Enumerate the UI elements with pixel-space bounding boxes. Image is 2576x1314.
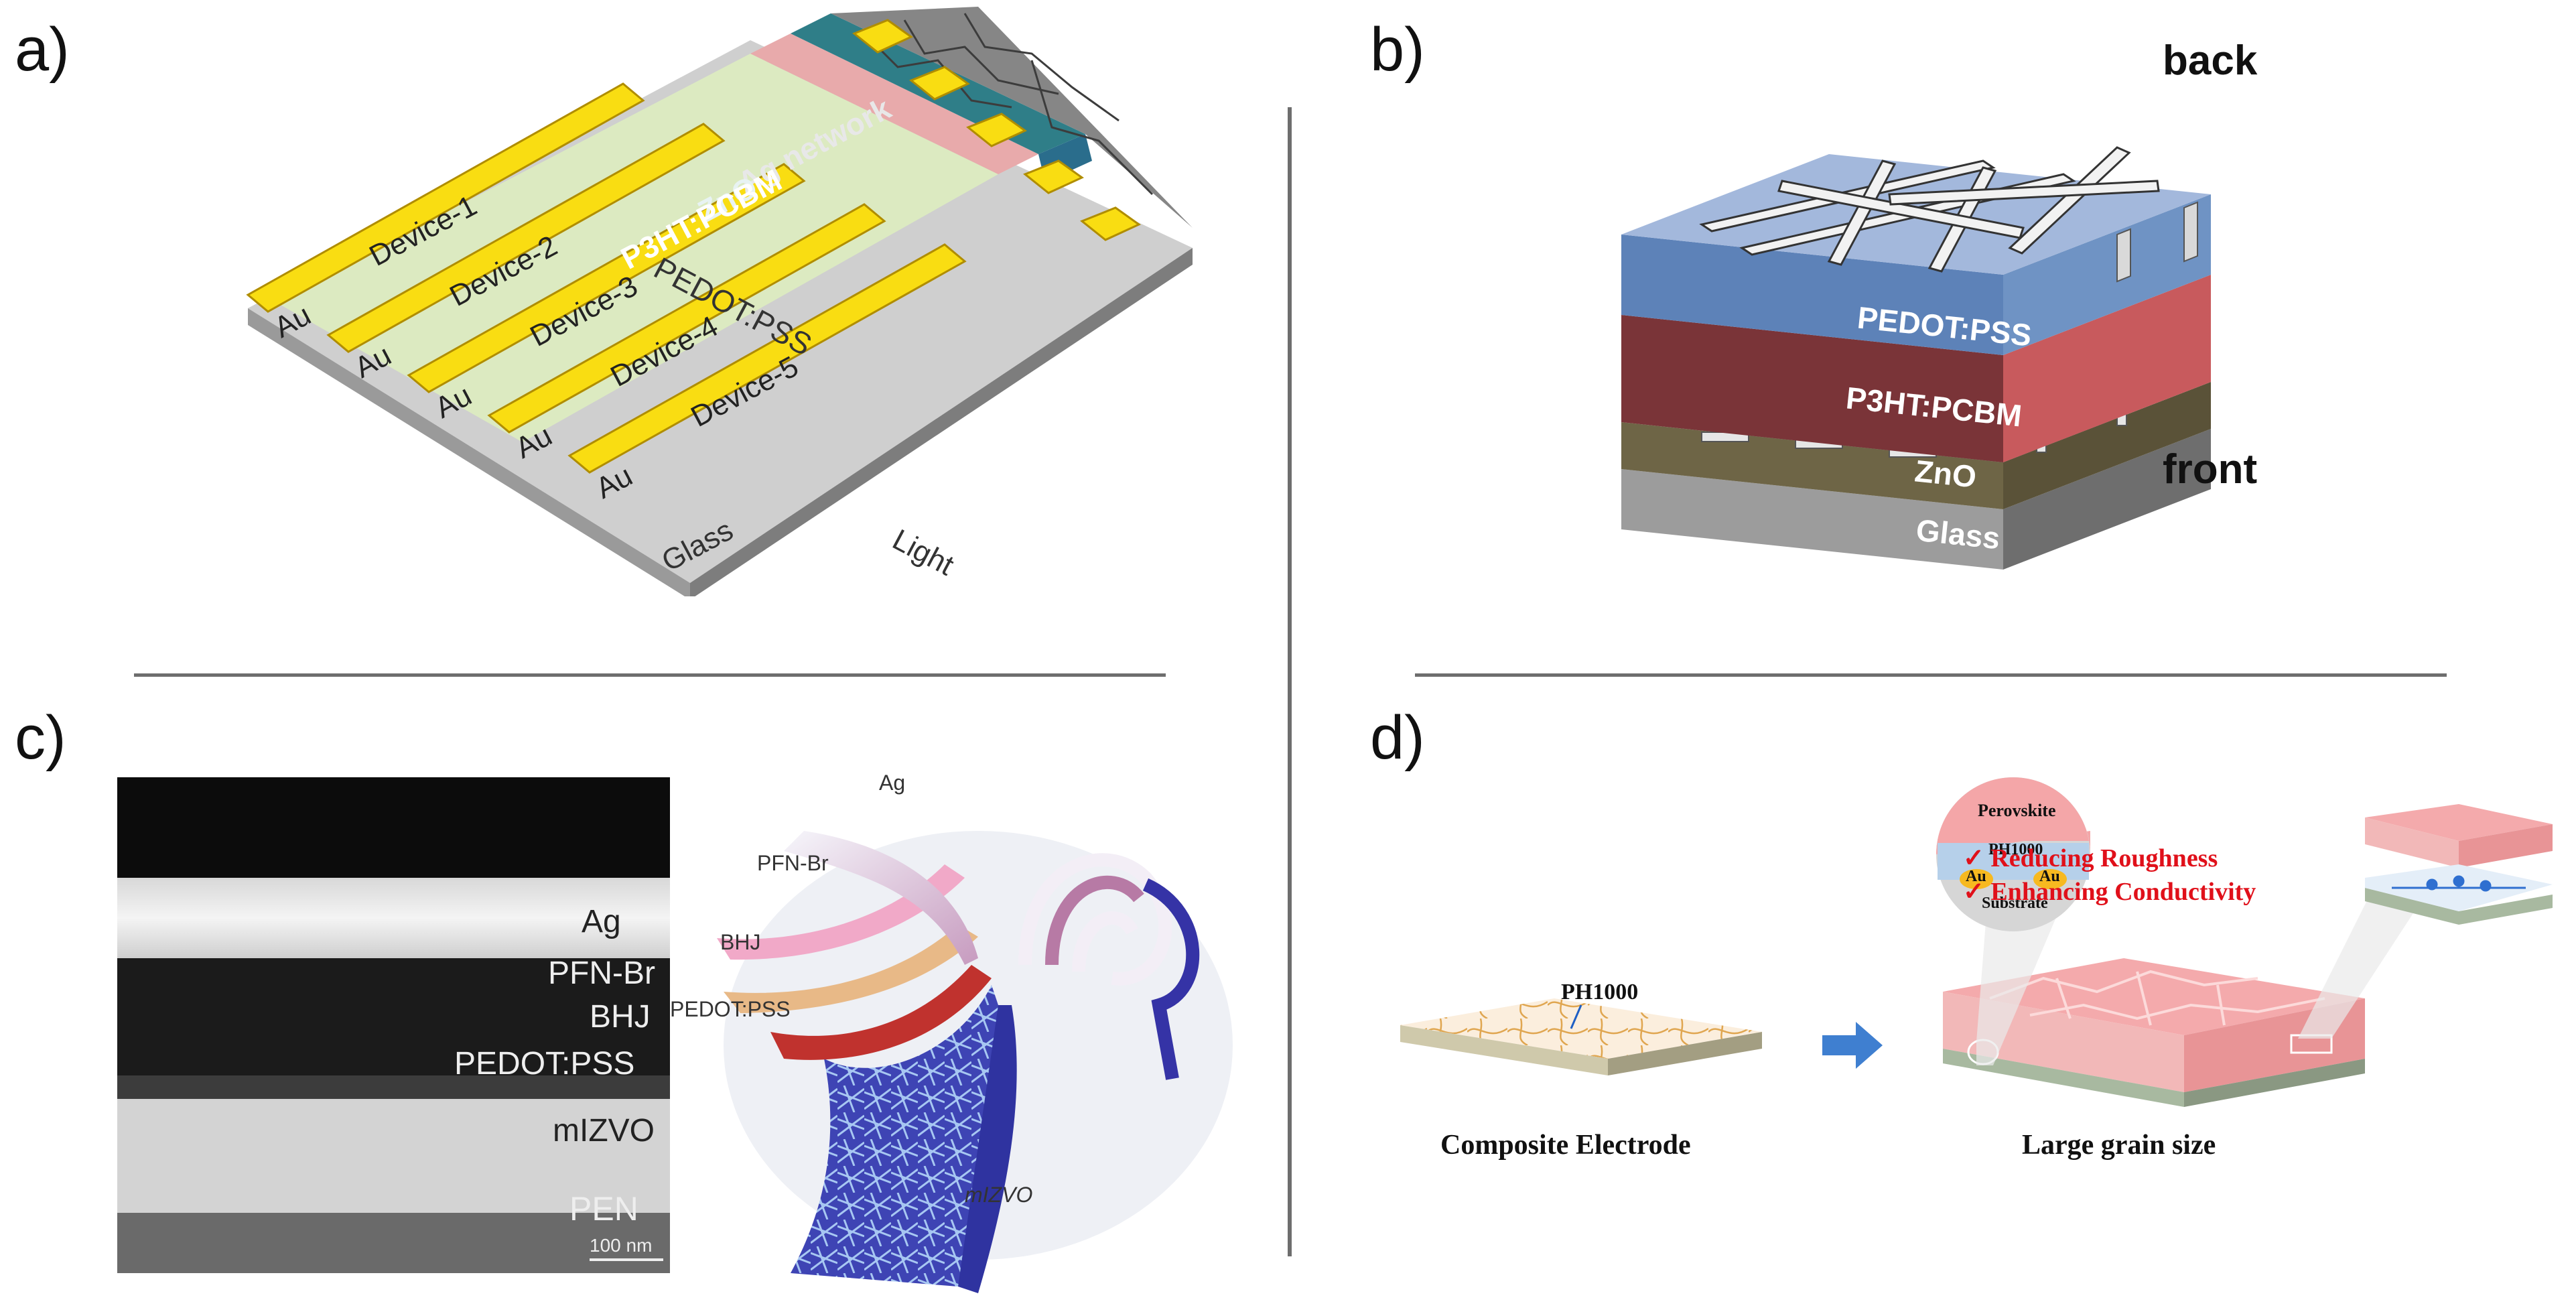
tem-label-ag: Ag bbox=[582, 904, 621, 939]
p3ht-layer bbox=[750, 34, 1038, 174]
substrate-right bbox=[2184, 1059, 2365, 1107]
tem-mizvo-layer bbox=[117, 1099, 670, 1213]
label-benefit-1: ✓ Reducing Roughness bbox=[1963, 844, 2218, 872]
au-top-pads bbox=[852, 19, 1141, 241]
schem-label-mizvo: mIZVO bbox=[965, 1183, 1033, 1207]
mini-perovskite-right bbox=[2459, 824, 2553, 868]
label-perovskite: Perovskite bbox=[1978, 801, 2056, 820]
flexible-schematic bbox=[717, 831, 1233, 1293]
label-back: back bbox=[2163, 38, 2258, 84]
zoom-cone-right bbox=[2298, 878, 2432, 1039]
front-ridges bbox=[2116, 201, 2198, 283]
label-ph1000-inset: PH1000 bbox=[1988, 841, 2043, 858]
tem-label-pen: PEN bbox=[569, 1190, 638, 1228]
panel-b-diagram bbox=[1621, 146, 2211, 570]
mini-charge-arrows bbox=[2392, 875, 2526, 892]
tem-label-pedot: PEDOT:PSS bbox=[454, 1046, 635, 1081]
composite-top bbox=[1400, 998, 1762, 1059]
device-electrodes bbox=[246, 82, 967, 474]
zno-right-b bbox=[2003, 382, 2211, 509]
inset-au-right bbox=[2033, 869, 2067, 889]
tem-ag-layer bbox=[117, 878, 670, 958]
p3ht-right-b bbox=[2003, 275, 2211, 462]
pedot-right-b bbox=[2003, 194, 2211, 355]
ph1000-pointer bbox=[1570, 1004, 1582, 1029]
panel-d-letter: d) bbox=[1370, 704, 1425, 772]
schem-label-pfn: PFN-Br bbox=[757, 851, 829, 875]
zno-front-b bbox=[1621, 422, 2003, 509]
light-arrows bbox=[760, 379, 1036, 586]
panel-a-letter: a) bbox=[15, 15, 70, 84]
panel-c-letter: c) bbox=[15, 704, 66, 772]
mini-substrate bbox=[2365, 888, 2553, 925]
tem-pen-layer bbox=[117, 1213, 670, 1273]
label-large-grain: Large grain size bbox=[2022, 1130, 2216, 1161]
horizontal-divider-right bbox=[1415, 673, 2447, 677]
perovskite-top bbox=[1943, 958, 2365, 1035]
label-au-inset-right: Au bbox=[2039, 868, 2060, 885]
label-ph1000: PH1000 bbox=[1561, 980, 1639, 1004]
label-substrate: Substrate bbox=[1982, 895, 2048, 912]
composite-right bbox=[1608, 1032, 1762, 1075]
schem-label-bhj: BHJ bbox=[720, 930, 761, 954]
ag-curls bbox=[1018, 853, 1200, 1080]
composite-front bbox=[1400, 1025, 1608, 1075]
ag-sheet bbox=[784, 831, 978, 965]
ag-network-cracks bbox=[863, 13, 1154, 196]
label-au-inset-left: Au bbox=[1966, 868, 1986, 885]
tem-scale-label: 100 nm bbox=[590, 1235, 653, 1256]
inset-au-left bbox=[1960, 869, 1993, 889]
tem-label-bhj: BHJ bbox=[590, 999, 651, 1035]
panel-a-diagram bbox=[246, 7, 1193, 596]
panel-d-diagram bbox=[1400, 777, 2553, 1107]
vertical-divider bbox=[1288, 107, 1292, 1256]
label-zno-b: ZnO bbox=[1913, 453, 1978, 495]
tem-scale-bar bbox=[590, 1258, 663, 1261]
label-composite-electrode: Composite Electrode bbox=[1440, 1130, 1691, 1161]
glass-side-front bbox=[248, 308, 690, 596]
label-benefit-2: ✓ Enhancing Conductivity bbox=[1963, 878, 2256, 906]
glass-side-right bbox=[690, 248, 1193, 596]
schem-label-ag: Ag bbox=[879, 771, 906, 795]
panel-b-letter: b) bbox=[1370, 15, 1425, 84]
schem-label-pedot: PEDOT:PSS bbox=[670, 997, 791, 1021]
tem-dark-mid bbox=[117, 958, 670, 1075]
mini-perovskite-front bbox=[2365, 817, 2459, 868]
tem-top-dark bbox=[117, 777, 670, 878]
mizvo-sheet bbox=[791, 985, 1000, 1287]
tem-label-pfn: PFN-Br bbox=[548, 956, 655, 991]
glass-front bbox=[1621, 469, 2003, 570]
p3ht-front-b bbox=[1621, 315, 2003, 462]
tem-image bbox=[117, 777, 670, 1273]
substrate-front bbox=[1943, 1049, 2184, 1107]
pedot-sheet bbox=[770, 965, 992, 1060]
label-front: front bbox=[2163, 446, 2258, 492]
tem-pedot-band bbox=[117, 1075, 670, 1099]
mizvo-edge bbox=[958, 1005, 1017, 1293]
inset-perovskite-fill bbox=[1938, 778, 2089, 841]
mini-perovskite-top bbox=[2365, 804, 2553, 841]
pfn-sheet bbox=[717, 864, 965, 960]
grain-boundaries bbox=[1989, 970, 2325, 1026]
tem-label-mizvo: mIZVO bbox=[553, 1113, 655, 1148]
glass-right bbox=[2003, 429, 2211, 570]
horizontal-divider-left bbox=[134, 673, 1166, 677]
ag-grid-b bbox=[1699, 146, 2160, 273]
process-arrow bbox=[1822, 1022, 1883, 1069]
